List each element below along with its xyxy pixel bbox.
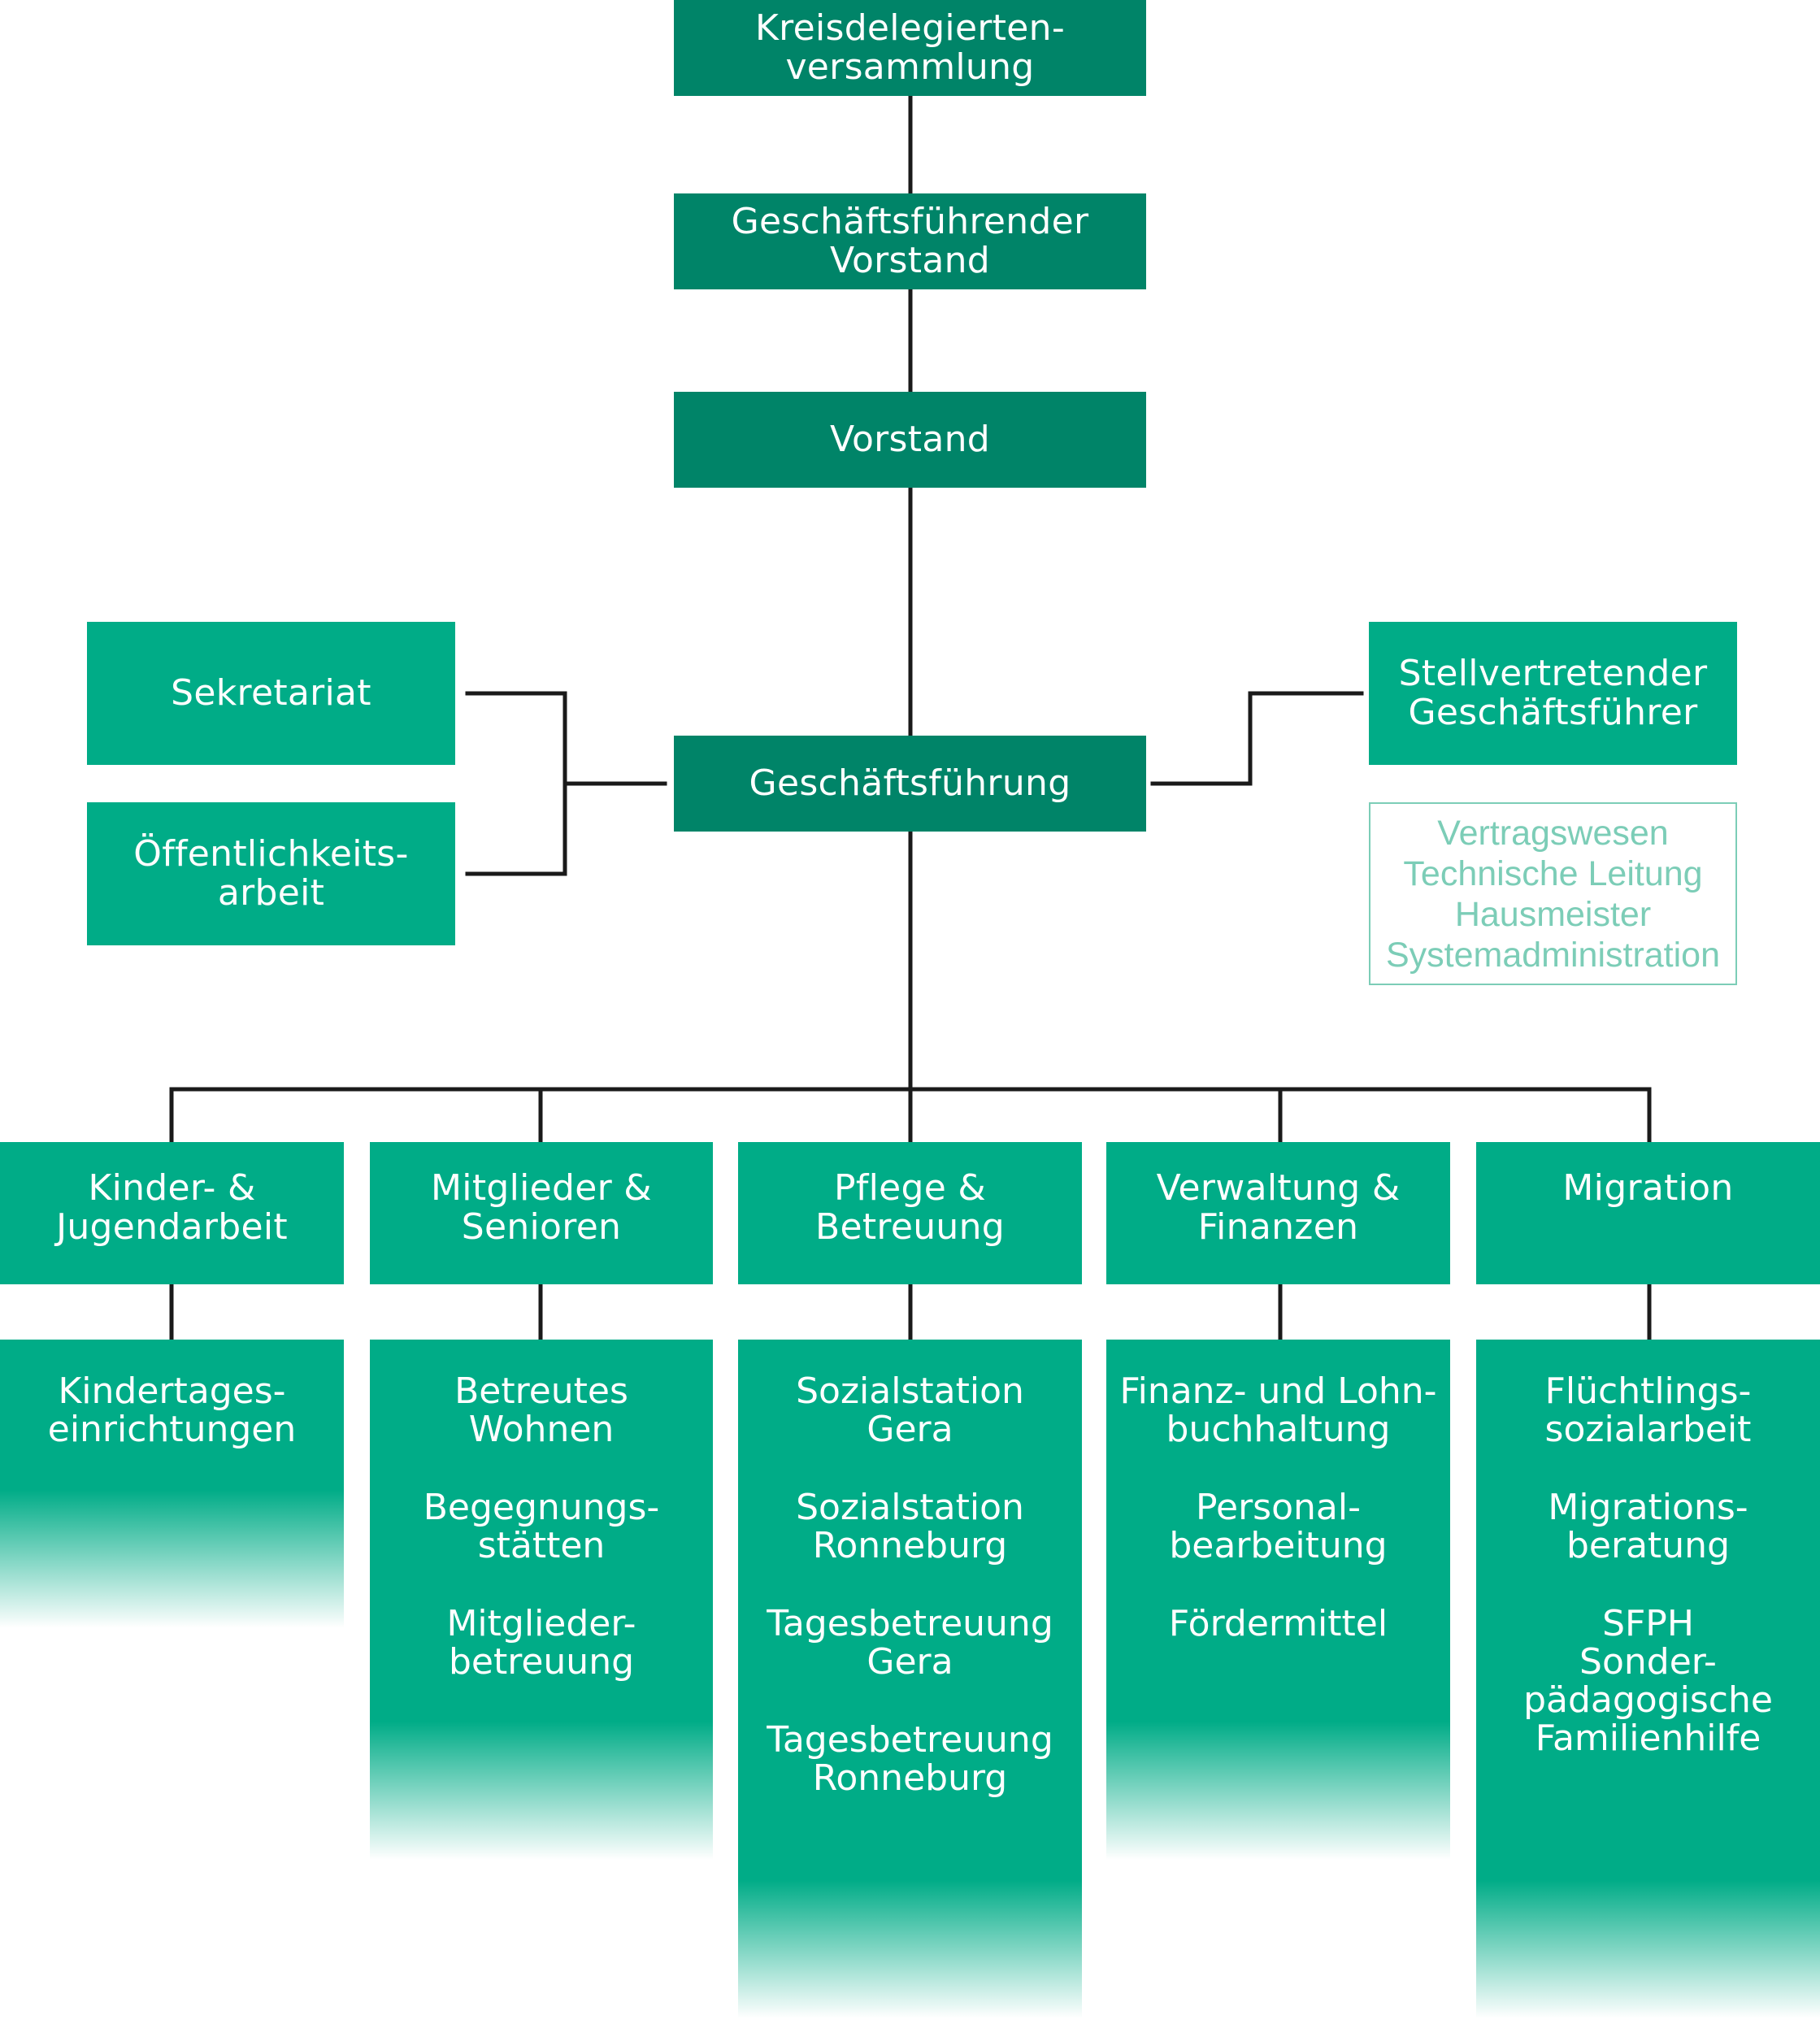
unit-label-line: Sonder- — [1579, 1641, 1717, 1683]
unit-label-line: Begegnungs- — [423, 1487, 660, 1528]
unit-label-line: Gera — [867, 1409, 953, 1450]
unit-label-line: sozialarbeit — [1544, 1409, 1752, 1450]
department-title-line: Jugendarbeit — [56, 1206, 288, 1248]
unit-label-line: bearbeitung — [1169, 1525, 1388, 1566]
node-geschaeftsfuehrender-vorstand: Geschäftsführender Vorstand — [674, 193, 1146, 289]
department-title-line: Migration — [1562, 1167, 1734, 1209]
unit-label-line: buchhaltung — [1166, 1409, 1391, 1450]
unit-label-line: SFPH — [1602, 1603, 1694, 1644]
node-oeffentlichkeitsarbeit: Öffentlichkeits- arbeit — [87, 802, 455, 945]
unit-label-line: Kindertages- — [58, 1370, 286, 1412]
unit-label-line: Tagesbetreuung — [767, 1603, 1053, 1644]
unit-label-line: beratung — [1566, 1525, 1730, 1566]
unit-label-line: Ronneburg — [812, 1525, 1008, 1566]
department-box: Migration — [1476, 1142, 1820, 1284]
unit-item: Personal-bearbeitung — [1106, 1488, 1450, 1565]
node-kreisdelegiertenversammlung: Kreisdelegierten- versammlung — [674, 0, 1146, 96]
node-label-line: Geschäftsführender — [731, 201, 1089, 242]
unit-label-line: Migrations- — [1548, 1487, 1748, 1528]
node-label-line: arbeit — [217, 872, 325, 914]
department-title-line: Mitglieder & — [431, 1167, 652, 1209]
unit-item: Fördermittel — [1106, 1605, 1450, 1643]
unit-label-line: Tagesbetreuung — [767, 1719, 1053, 1761]
unit-item: Kindertages-einrichtungen — [0, 1372, 344, 1449]
unit-label-line: Familienhilfe — [1535, 1718, 1761, 1759]
node-label-line: versammlung — [785, 46, 1035, 88]
unit-label-line: Betreutes — [454, 1370, 628, 1412]
unit-label-line: Personal- — [1196, 1487, 1361, 1528]
unit-label-line: einrichtungen — [47, 1409, 297, 1450]
node-stellvertretender-geschaeftsfuehrer: Stellvertretender Geschäftsführer — [1369, 622, 1737, 765]
node-label-line: Stellvertretender — [1398, 653, 1708, 694]
node-label-line: Vorstand — [829, 240, 991, 281]
unit-item: Mitglieder-betreuung — [370, 1605, 713, 1681]
department-title-line: Betreuung — [815, 1206, 1005, 1248]
department-box: Pflege &Betreuung — [738, 1142, 1082, 1284]
unit-label-line: pädagogische — [1523, 1679, 1773, 1721]
department-title-line: Kinder- & — [88, 1167, 256, 1209]
unit-label-line: betreuung — [448, 1641, 635, 1683]
unit-label-line: Finanz- und Lohn- — [1119, 1370, 1437, 1412]
department-title-line: Pflege & — [833, 1167, 986, 1209]
node-label-line: Vorstand — [829, 419, 991, 460]
department-title-line: Finanzen — [1197, 1206, 1359, 1248]
unit-label-line: Fördermittel — [1168, 1603, 1388, 1644]
unit-label-line: stätten — [477, 1525, 606, 1566]
node-geschaeftsfuehrung: Geschäftsführung — [674, 736, 1146, 832]
unit-item: Migrations-beratung — [1476, 1488, 1820, 1565]
stellvertreter-tasks-box: Vertragswesen Technische Leitung Hausmei… — [1369, 802, 1737, 985]
unit-label-line: Sozialstation — [796, 1487, 1024, 1528]
department-box: Kinder- &Jugendarbeit — [0, 1142, 344, 1284]
node-label-line: Öffentlichkeits- — [133, 833, 409, 875]
department-title-line: Senioren — [461, 1206, 622, 1248]
unit-item: Finanz- und Lohn-buchhaltung — [1106, 1372, 1450, 1449]
unit-item: Flüchtlings-sozialarbeit — [1476, 1372, 1820, 1449]
node-label-line: Kreisdelegierten- — [755, 7, 1065, 49]
node-sekretariat: Sekretariat — [87, 622, 455, 765]
unit-label-line: Wohnen — [468, 1409, 615, 1450]
task-label: Systemadministration — [1385, 935, 1721, 975]
node-label-line: Geschäftsführung — [749, 762, 1071, 804]
unit-label-line: Sozialstation — [796, 1370, 1024, 1412]
department-title-line: Verwaltung & — [1156, 1167, 1401, 1209]
connector-right-step — [1150, 691, 1364, 786]
department-units-box: Kindertages-einrichtungen — [0, 1340, 344, 1628]
unit-label-line: Flüchtlings- — [1544, 1370, 1752, 1412]
department-box: Verwaltung &Finanzen — [1106, 1142, 1450, 1284]
task-label: Technische Leitung — [1403, 853, 1703, 893]
task-label: Hausmeister — [1454, 894, 1652, 934]
unit-label-line: Mitglieder- — [446, 1603, 636, 1644]
node-label-line: Geschäftsführer — [1408, 692, 1698, 733]
department-box: Mitglieder &Senioren — [370, 1142, 713, 1284]
connector-left-bracket — [465, 691, 567, 876]
task-label: Vertragswesen — [1437, 813, 1669, 853]
unit-item: Begegnungs-stätten — [370, 1488, 713, 1565]
node-label-line: Sekretariat — [171, 672, 371, 714]
unit-label-line: Gera — [867, 1641, 953, 1683]
node-vorstand: Vorstand — [674, 392, 1146, 488]
unit-label-line: Ronneburg — [812, 1757, 1008, 1799]
